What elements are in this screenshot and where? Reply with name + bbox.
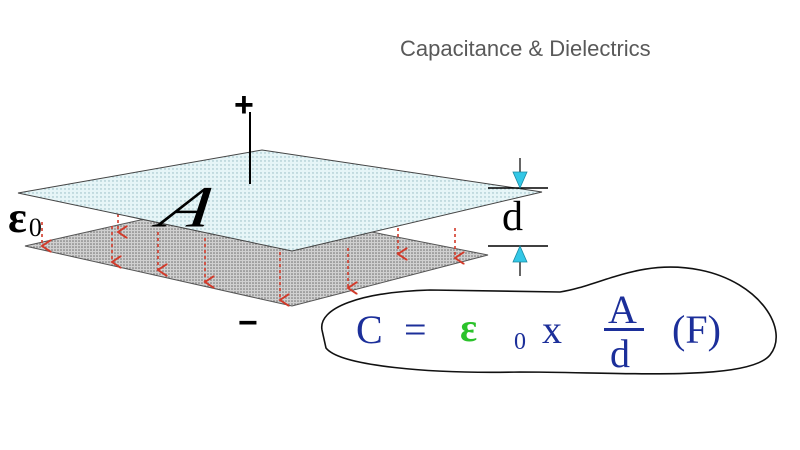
formula-unit: (F): [672, 307, 721, 352]
positive-terminal-label: +: [234, 86, 254, 124]
top-plate: [17, 149, 543, 252]
separation-label: d: [502, 194, 523, 240]
permittivity-label: ε0: [8, 196, 42, 241]
negative-terminal-label: −: [238, 304, 258, 342]
capacitance-formula: C = ε 0 x A d (F): [342, 290, 762, 374]
separation-dimension: [488, 158, 548, 276]
formula-lhs: C: [356, 307, 383, 352]
formula-denominator: d: [610, 331, 630, 376]
fraction-line: [604, 328, 644, 331]
formula-times: x: [542, 307, 562, 352]
slide-title: Capacitance & Dielectrics: [400, 36, 651, 61]
field-arrows: [42, 214, 455, 300]
formula-equals: =: [404, 307, 427, 352]
formula-numerator: A: [608, 287, 637, 332]
formula-eps-sub: 0: [514, 329, 526, 355]
formula-balloon: [321, 266, 777, 375]
permittivity-symbol: ε: [8, 193, 27, 242]
permittivity-subscript: 0: [28, 213, 42, 242]
formula-eps: ε: [460, 305, 478, 350]
